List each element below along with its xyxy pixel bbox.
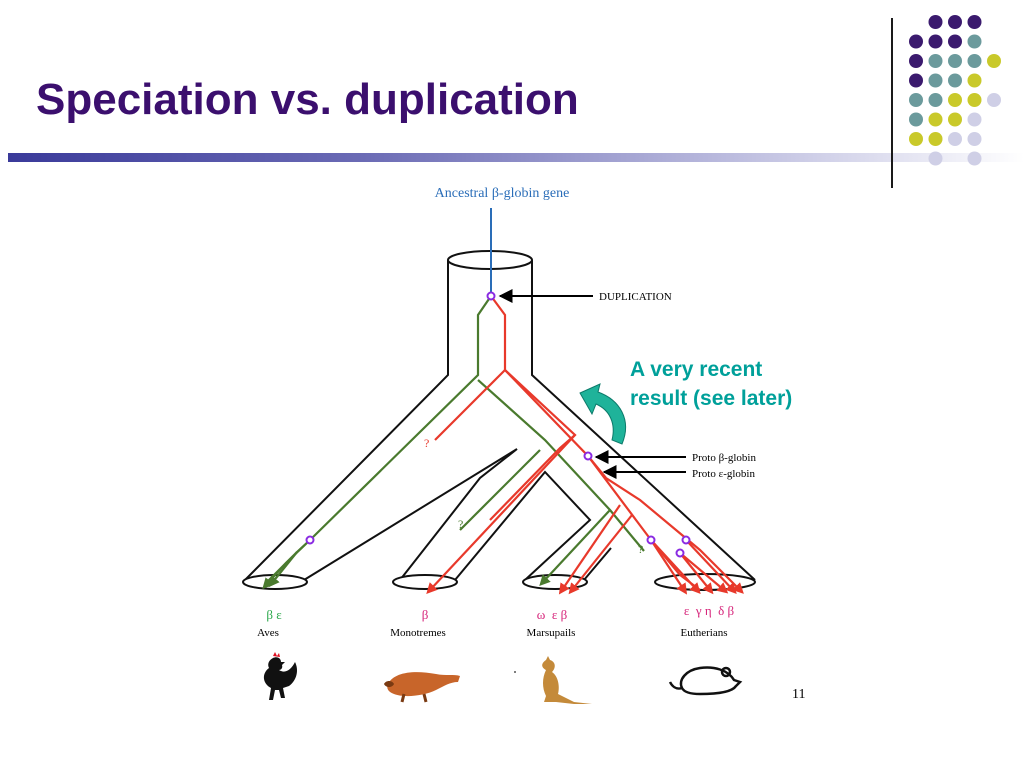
decor-dot (948, 34, 962, 49)
annotation-text: A very recent result (see later) (630, 355, 792, 413)
decor-dot (967, 34, 982, 49)
slide-title: Speciation vs. duplication (36, 75, 579, 124)
decor-dot (909, 54, 923, 68)
platypus-icon (384, 672, 460, 703)
aves-label: Aves (257, 627, 279, 639)
title-underline-bar (8, 153, 1024, 162)
decor-dot (948, 73, 962, 88)
beta-lineages (426, 295, 744, 595)
decorative-dot-grid (909, 15, 1001, 166)
mouse-icon (668, 666, 743, 696)
aves-genes: β ε (266, 607, 282, 622)
decor-dot (948, 15, 962, 29)
annotation-line-2: result (see later) (630, 387, 793, 410)
decor-dot (967, 151, 982, 166)
decor-dot (928, 15, 943, 29)
monotremes-genes: β (422, 607, 429, 622)
question-mark-1: ? (424, 436, 429, 450)
annotation-line-1: A very recent (630, 358, 763, 381)
ancestral-gene-label: Ancestral β-globin gene (435, 186, 570, 201)
decor-dot (967, 15, 982, 29)
decor-dot (909, 112, 923, 127)
proto-beta-label: Proto β-globin (692, 452, 756, 464)
decor-dot (928, 112, 943, 127)
decor-dot (967, 93, 982, 107)
decor-dot (967, 54, 982, 68)
decor-dot (909, 34, 923, 49)
decor-dot (928, 54, 943, 68)
duplication-nodes (305, 291, 691, 558)
proto-epsilon-label: Proto ε-globin (692, 468, 755, 480)
kangaroo-icon (542, 656, 592, 704)
rooster-icon (263, 652, 297, 700)
curved-arrow-icon (579, 383, 627, 445)
decor-dot (928, 34, 943, 49)
marsupials-genes: ω ε β (537, 607, 568, 622)
species-tree-outline (242, 250, 756, 591)
epsilon-lineages (262, 295, 645, 590)
page-number: 11 (792, 687, 806, 702)
decor-dot (987, 54, 1001, 68)
monotremes-label: Monotremes (390, 627, 446, 639)
decor-dot (967, 132, 982, 146)
decor-dot (909, 93, 923, 107)
decor-dot (928, 151, 943, 166)
decor-dot (948, 132, 962, 146)
marsupials-label: Marsupails (527, 627, 576, 639)
header-divider-line (891, 18, 893, 188)
small-dot (514, 671, 516, 673)
decor-dot (948, 112, 962, 127)
decor-dot (909, 132, 923, 146)
eutherians-label: Eutherians (680, 627, 727, 639)
decor-dot (928, 93, 943, 107)
question-mark-3: ? (638, 542, 643, 556)
duplication-label: DUPLICATION (599, 291, 672, 303)
decor-dot (967, 73, 982, 88)
question-mark-2: ? (458, 517, 463, 531)
decor-dot (909, 73, 923, 88)
decor-dot (987, 93, 1001, 107)
decor-dot (967, 112, 982, 127)
decor-dot (928, 132, 943, 146)
decor-dot (928, 73, 943, 88)
decor-dot (948, 93, 962, 107)
decor-dot (948, 54, 962, 68)
eutherians-genes: ε γ η δ β (684, 603, 735, 618)
